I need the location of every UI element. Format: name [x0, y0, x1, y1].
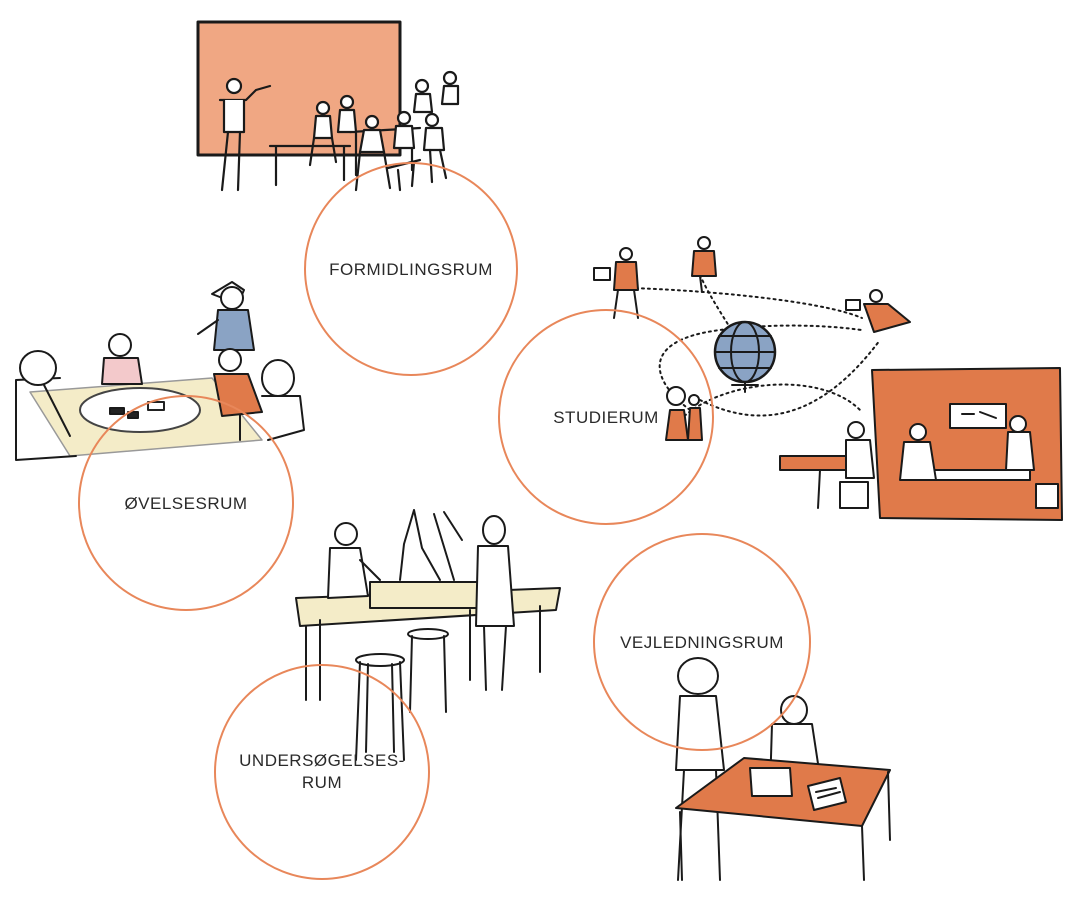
- vejledningsrum-circle: [593, 533, 811, 751]
- room-label-studierum: STUDIERUM: [506, 407, 706, 429]
- room-label-text: VEJLEDNINGSRUM: [620, 633, 784, 652]
- undersoegelsesrum-circle: [214, 664, 430, 880]
- room-circles: [78, 162, 811, 880]
- group-table-workshop-illustration: [15, 281, 305, 461]
- studierum-circle: [498, 309, 714, 525]
- room-label-text: STUDIERUM: [553, 408, 659, 427]
- room-label-vejledningsrum: VEJLEDNINGSRUM: [602, 632, 802, 654]
- room-label-text-line2: RUM: [301, 773, 343, 792]
- room-label-text-line1: UNDERSØGELSES-: [239, 751, 405, 770]
- globe-network-study-illustration: [593, 236, 1063, 521]
- lab-workbench-illustration: [295, 509, 561, 761]
- oevelsesrum-circle: [78, 395, 294, 611]
- room-label-oevelsesrum: ØVELSESRUM: [86, 493, 286, 515]
- room-label-text: ØVELSESRUM: [124, 494, 248, 513]
- room-label-formidlingsrum: FORMIDLINGSRUM: [311, 259, 511, 281]
- meeting-booth-shape: [871, 367, 1063, 521]
- room-label-undersoegelsesrum: UNDERSØGELSES- RUM: [222, 750, 422, 794]
- formidlingsrum-circle: [304, 162, 518, 376]
- lecture-classroom-illustration: [196, 20, 460, 192]
- room-label-text: FORMIDLINGSRUM: [329, 260, 493, 279]
- guidance-desk-illustration: [675, 657, 891, 881]
